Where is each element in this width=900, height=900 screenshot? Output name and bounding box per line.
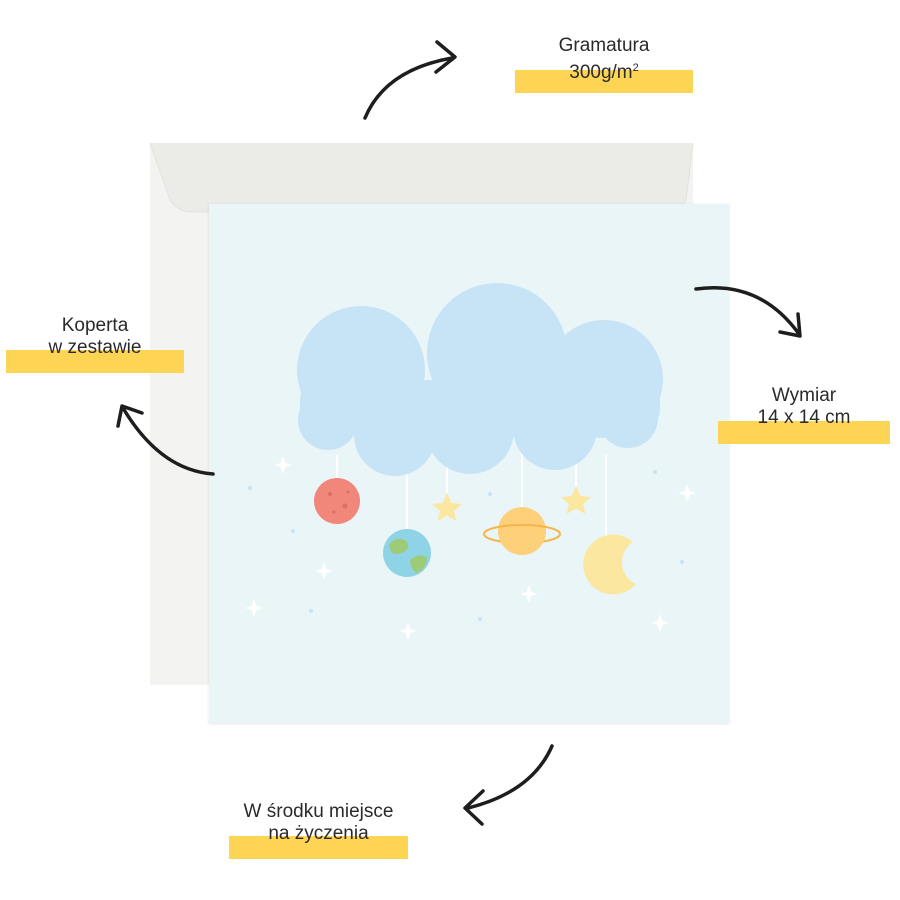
- callout-envelope: Koperta w zestawie: [6, 315, 184, 373]
- highlight-bar: [515, 70, 693, 93]
- crescent-moon: [583, 534, 636, 595]
- planet-earth: [383, 529, 431, 577]
- weight-value-text: 300g/m: [569, 62, 633, 83]
- arrow-envelope-icon: [116, 404, 215, 476]
- envelope-value: w zestawie: [48, 337, 142, 358]
- arrow-weight-icon: [363, 40, 457, 120]
- dots: [248, 470, 684, 621]
- twinkle-stars: [245, 456, 696, 640]
- weight-value: 300g/m2: [515, 57, 693, 84]
- weight-label: Gramatura: [558, 35, 650, 56]
- envelope-label: Koperta: [61, 315, 129, 336]
- size-value: 14 x 14 cm: [757, 407, 851, 428]
- inside-label: W środku miejsce: [243, 801, 394, 822]
- hanging-star-1: [432, 493, 462, 521]
- planet-mars: [314, 478, 360, 524]
- callout-inside: W środku miejsce na życzenia: [229, 801, 408, 859]
- weight-value-exponent: 2: [632, 62, 639, 74]
- callout-weight: Gramatura 300g/m2: [515, 35, 693, 93]
- planet-saturn: [483, 507, 561, 555]
- inside-value: na życzenia: [268, 823, 369, 844]
- arrow-size-icon: [694, 286, 802, 338]
- hanging-star-2: [561, 486, 591, 514]
- highlight-bar: [6, 350, 184, 373]
- highlight-bar: [229, 836, 408, 859]
- callout-size: Wymiar 14 x 14 cm: [718, 385, 890, 444]
- arrow-inside-icon: [463, 744, 554, 826]
- cloud: [297, 283, 663, 476]
- highlight-bar: [718, 421, 890, 444]
- size-label: Wymiar: [771, 385, 837, 406]
